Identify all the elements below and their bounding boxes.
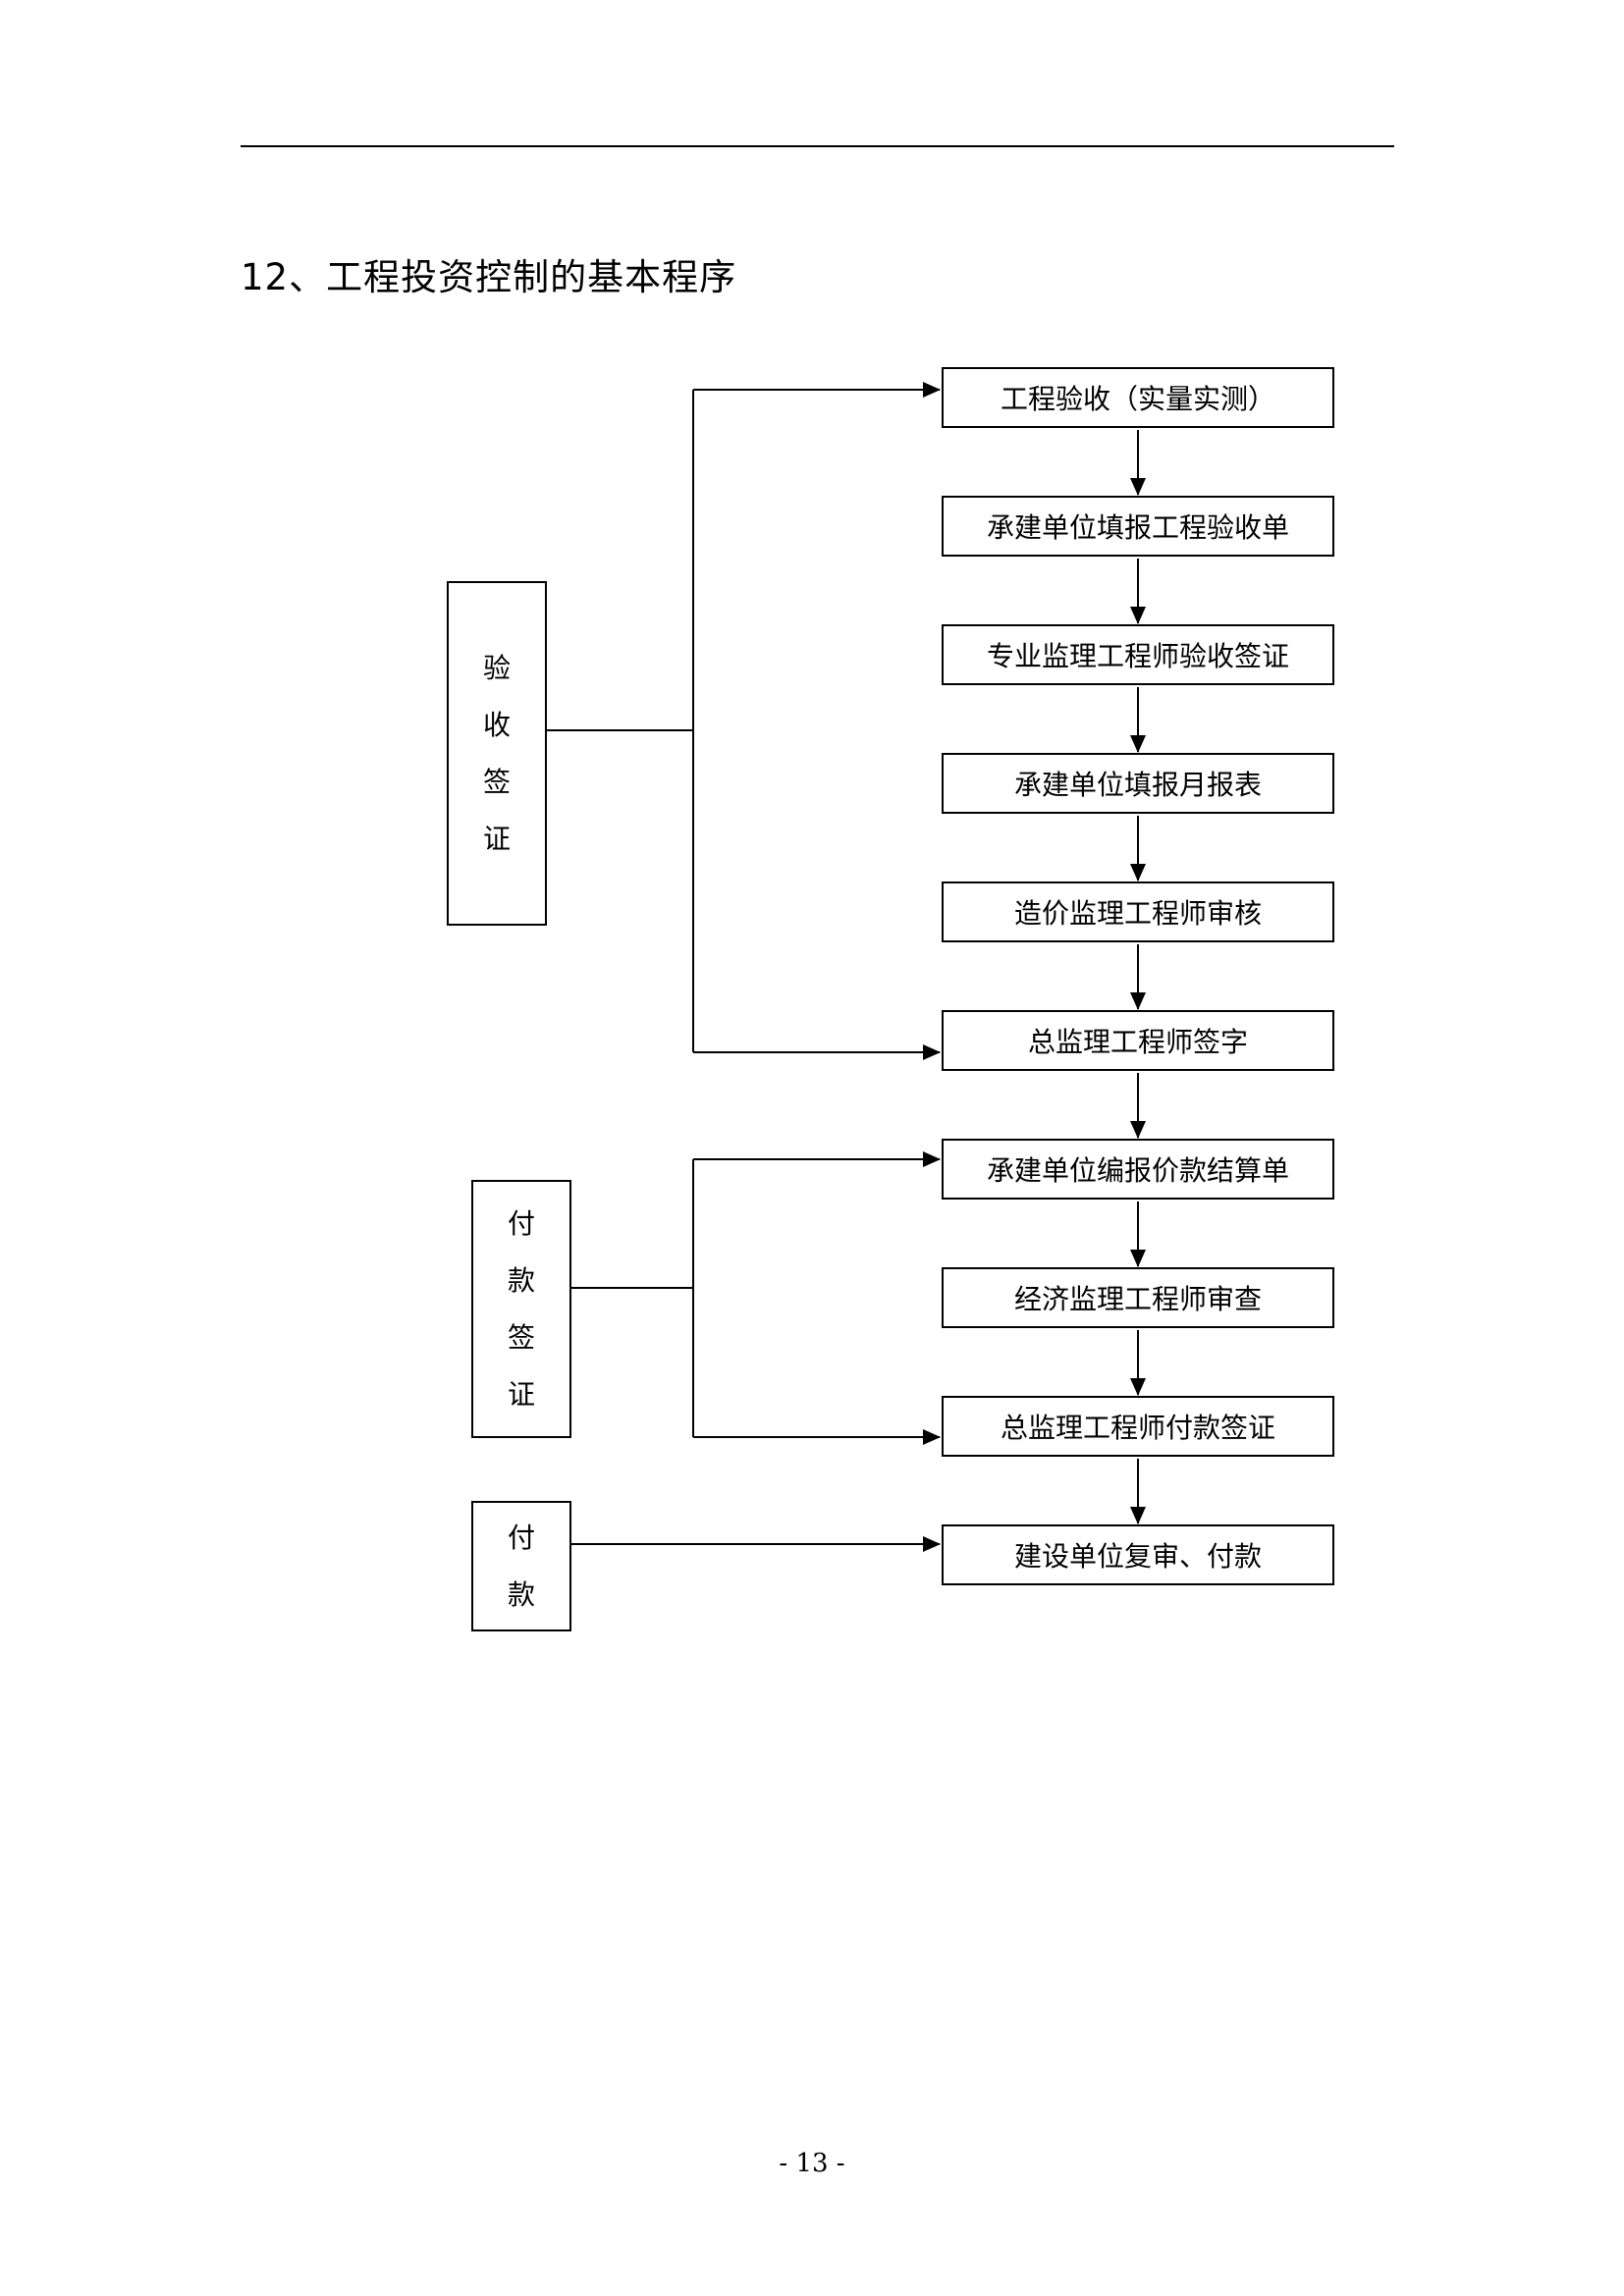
- group-box-char: 款: [507, 1263, 535, 1297]
- group-box-acceptance: 验 收 签 证: [447, 581, 547, 926]
- group-box-char: 证: [482, 822, 511, 855]
- group-box-char: 签: [482, 765, 511, 798]
- flow-step-6: 总监理工程师签字: [942, 1010, 1334, 1071]
- group-box-char: 验: [482, 651, 511, 684]
- group-box-char: 证: [507, 1377, 535, 1411]
- flow-step-4: 承建单位填报月报表: [942, 753, 1334, 814]
- group-box-char: 款: [507, 1577, 535, 1611]
- page-number: - 13 -: [779, 2149, 845, 2178]
- section-title: 12、工程投资控制的基本程序: [241, 256, 737, 298]
- flow-step-2: 承建单位填报工程验收单: [942, 496, 1334, 557]
- flow-step-7: 承建单位编报价款结算单: [942, 1139, 1334, 1200]
- group-box-payment-certification: 付 款 签 证: [471, 1180, 571, 1438]
- flow-step-9: 总监理工程师付款签证: [942, 1396, 1334, 1457]
- group-box-char: 付: [507, 1521, 535, 1554]
- group-box-char: 签: [507, 1320, 535, 1354]
- group-box-char: 付: [507, 1206, 535, 1240]
- flow-step-5: 造价监理工程师审核: [942, 881, 1334, 942]
- header-rule: [241, 145, 1394, 147]
- flow-step-1: 工程验收（实量实测）: [942, 367, 1334, 428]
- group-box-payment: 付 款: [471, 1501, 571, 1631]
- group-box-char: 收: [482, 708, 511, 741]
- flow-step-10: 建设单位复审、付款: [942, 1524, 1334, 1585]
- flow-step-8: 经济监理工程师审查: [942, 1267, 1334, 1328]
- flow-step-3: 专业监理工程师验收签证: [942, 624, 1334, 685]
